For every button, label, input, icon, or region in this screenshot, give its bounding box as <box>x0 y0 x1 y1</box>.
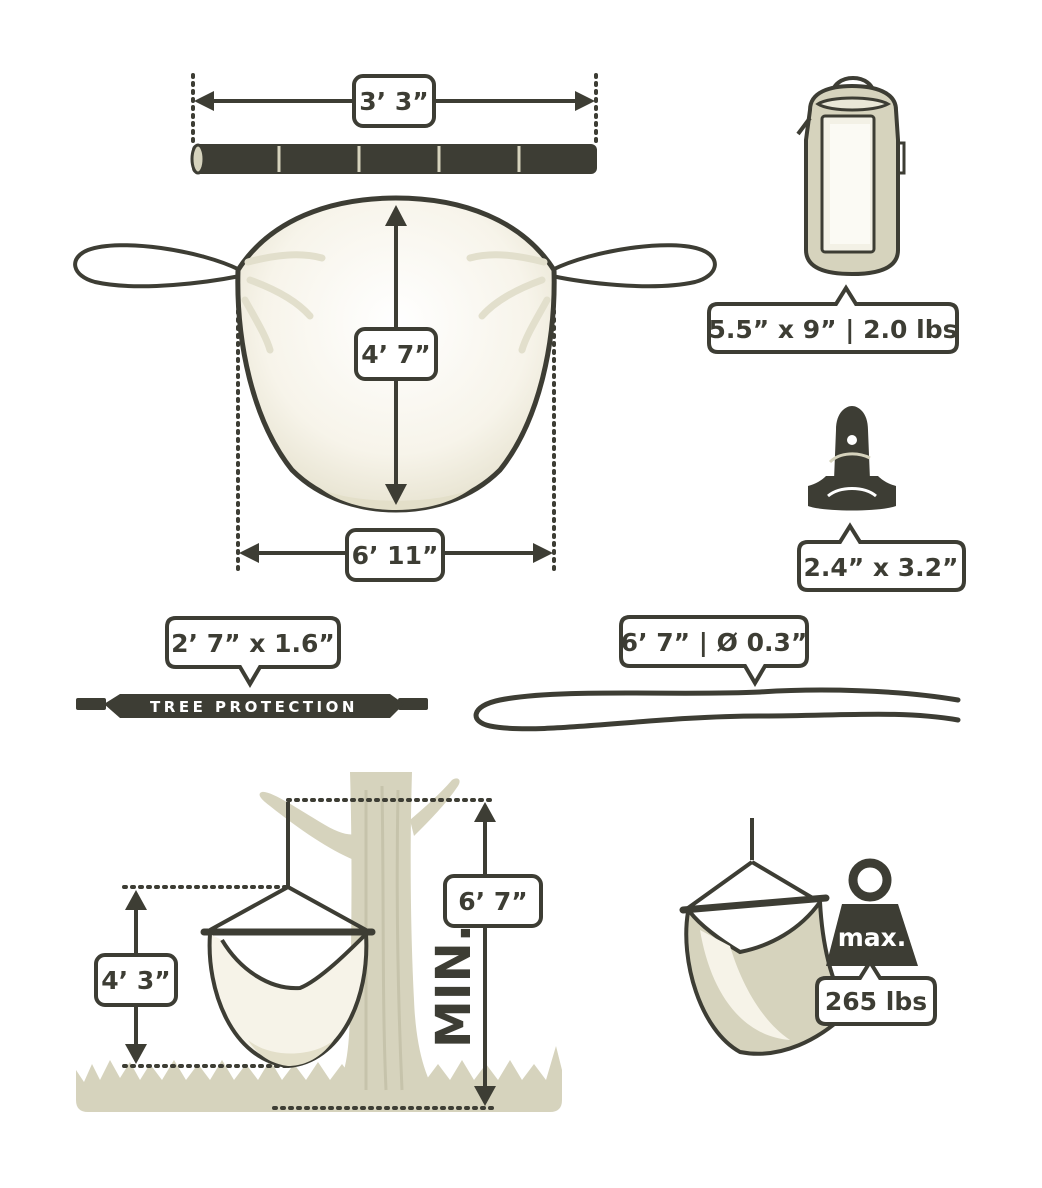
tree-branch <box>259 791 356 860</box>
pole-end-cap <box>190 143 206 175</box>
hanging-chair-body <box>207 929 369 1069</box>
strap-size-label-box <box>165 616 341 688</box>
mount-height-label: 6’ 7” <box>458 887 527 916</box>
arrow-right-icon <box>533 543 553 563</box>
tree-trunk <box>330 772 440 1100</box>
seat-height-label: 4’ 7” <box>361 340 430 369</box>
arrow-left-icon <box>239 543 259 563</box>
pole-length-label: 3’ 3” <box>359 87 428 116</box>
seat-bottom-shade <box>320 488 472 510</box>
weight-ring <box>848 858 892 902</box>
hang-height-label-box <box>94 953 178 1007</box>
arrow-down-icon <box>385 484 407 505</box>
arrow-down-icon <box>474 1086 496 1106</box>
strap-end-right <box>398 698 428 710</box>
bag-label-window <box>830 124 870 244</box>
tree-strap-group: 2’ 7” x 1.6” TREE PROTECTION <box>76 616 428 718</box>
mount-height-label-box <box>443 874 543 928</box>
load-chair-highlight <box>700 930 790 1040</box>
bag-size-label: 5.5” x 9” | 2.0 lbs <box>709 315 958 344</box>
pole-length-label-box <box>352 74 436 128</box>
hanging-chair-suspension <box>209 885 367 932</box>
rope-size-label: 6’ 7” | Ø 0.3” <box>621 628 808 657</box>
hanging-chair-bottom-shade <box>248 1040 334 1066</box>
strap-size-label: 2’ 7” x 1.6” <box>171 629 335 658</box>
seat-loop-right <box>551 243 717 289</box>
carabiner-group: 2.4” x 3.2” <box>797 406 966 592</box>
seat-loop-left <box>73 243 241 289</box>
load-chair-pole <box>679 894 830 914</box>
rope-group: 6’ 7” | Ø 0.3” <box>473 615 961 732</box>
seat-width-label-box <box>345 528 445 582</box>
stuff-bag-group: 5.5” x 9” | 2.0 lbs <box>707 76 959 354</box>
bag-strap-left <box>796 116 812 136</box>
grass-ground <box>76 1046 562 1112</box>
carabiner-gate <box>828 452 871 464</box>
load-chair-suspension <box>686 860 818 910</box>
carabiner-size-label: 2.4” x 3.2” <box>804 553 959 582</box>
spreader-pole-group: 3’ 3” <box>190 73 598 175</box>
tree-branch-right <box>410 778 460 836</box>
strap-text: TREE PROTECTION <box>150 698 358 716</box>
spreader-pole <box>192 144 597 174</box>
strap-end-left <box>76 698 106 710</box>
minimum-label: MIN. <box>426 924 482 1048</box>
max-load-label-box <box>815 958 937 1026</box>
rope <box>473 687 961 732</box>
hammock-seat-group: 4’ 7” 6’ 11” <box>73 195 717 582</box>
arrow-up-icon <box>474 802 496 822</box>
seat-fold-left <box>241 251 326 354</box>
seat-height-label-box <box>354 327 438 381</box>
arrow-up-icon <box>385 205 407 226</box>
carabiner-strap <box>827 487 877 498</box>
bag-top-rim <box>815 96 892 112</box>
arrow-down-icon <box>125 1044 147 1064</box>
weight-icon <box>826 904 918 966</box>
max-load-group: max. 265 lbs <box>679 818 937 1056</box>
seat-width-label: 6’ 11” <box>352 541 439 570</box>
carabiner-screw <box>847 435 857 445</box>
arrow-up-icon <box>125 890 147 910</box>
max-load-label: 265 lbs <box>825 987 927 1016</box>
bag-size-label-box <box>707 284 959 354</box>
carabiner-base <box>808 476 896 511</box>
arrow-left-icon <box>194 91 214 111</box>
rope-size-label-box <box>619 615 809 687</box>
tree-protection-strap <box>104 694 404 718</box>
seat-fold-right <box>466 251 551 354</box>
max-label: max. <box>838 923 907 952</box>
carabiner-size-label-box <box>797 522 966 592</box>
installation-scene-group: 4’ 3” 6’ 7” MIN. <box>76 772 562 1112</box>
hang-height-label: 4’ 3” <box>101 966 170 995</box>
arrow-right-icon <box>575 91 595 111</box>
